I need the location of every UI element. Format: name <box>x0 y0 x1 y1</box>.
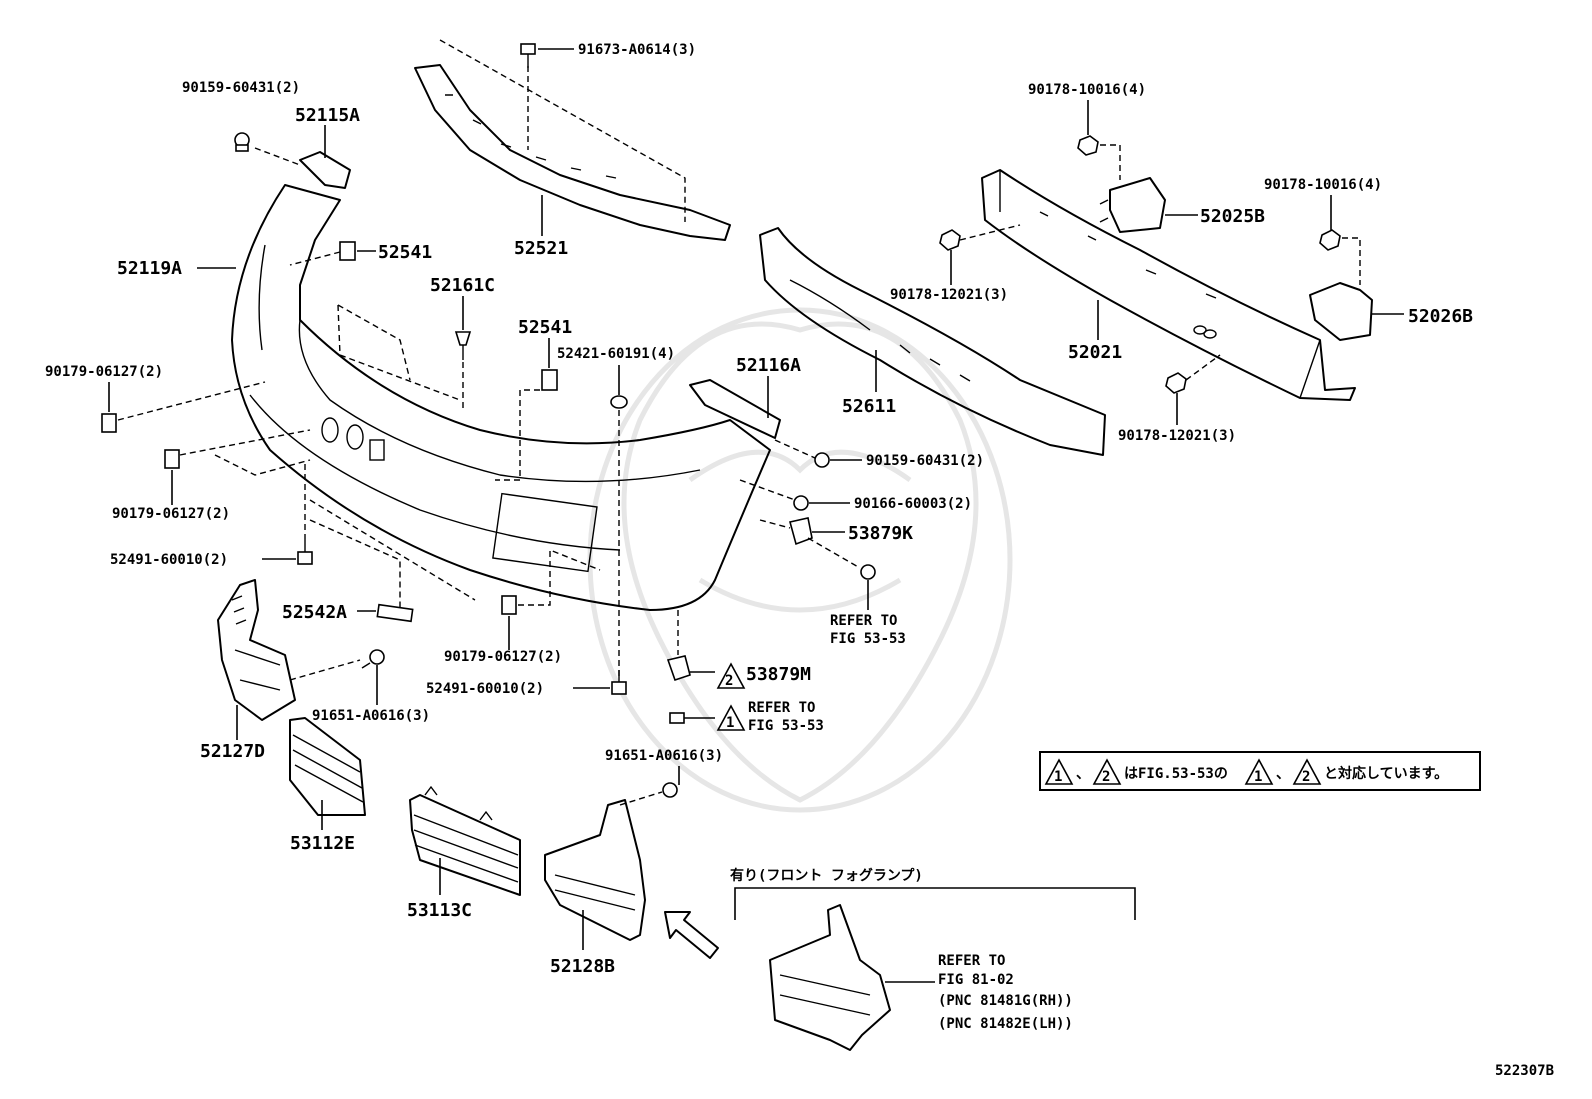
label-52021: 52021 <box>1068 342 1122 363</box>
svg-text:2: 2 <box>1302 769 1310 785</box>
label-refer-2-line1: REFER TO <box>748 700 815 716</box>
warning-triangle-1-icon <box>716 704 746 731</box>
part-52611-shape <box>759 227 1106 456</box>
figure-id: 522307B <box>1495 1063 1554 1079</box>
fog-option-frame <box>734 887 1136 920</box>
svg-text:、: 、 <box>1076 766 1090 782</box>
label-90178-12021-a: 90178-12021(3) <box>890 287 1008 303</box>
label-52421: 52421-60191(4) <box>557 346 675 362</box>
marker-1: 1 <box>726 715 734 731</box>
screw-refer-icon <box>669 712 685 724</box>
pad-52541-lower-icon <box>541 369 558 391</box>
svg-text:2: 2 <box>1102 769 1110 785</box>
label-refer-3-line3: (PNC 81481G(RH)) <box>938 993 1073 1009</box>
bracket-53879M-icon <box>666 655 691 682</box>
label-52128B: 52128B <box>550 956 615 977</box>
part-52127D-shape <box>217 579 296 721</box>
bolt-52491-a-icon <box>297 540 313 565</box>
label-52127D: 52127D <box>200 741 265 762</box>
label-90178-12021-b: 90178-12021(3) <box>1118 428 1236 444</box>
label-52026B: 52026B <box>1408 306 1473 327</box>
bracket-53879K-icon <box>789 517 813 546</box>
label-refer-1-line1: REFER TO <box>830 613 897 629</box>
label-52542A: 52542A <box>282 602 347 623</box>
watermark-emblem <box>587 307 1013 813</box>
bolt-91651-b-icon <box>662 782 678 798</box>
label-refer-3-line2: FIG 81-02 <box>938 972 1014 988</box>
correspondence-note: 1 、 2 はFIG.53-53の 1 、 2 と対応しています。 <box>1039 751 1481 791</box>
clip-refer-53-icon <box>860 564 876 580</box>
label-53112E: 53112E <box>290 833 355 854</box>
clip-90159-right-icon <box>814 452 830 468</box>
part-52025B-shape <box>1099 177 1166 233</box>
clip-90179-b-icon <box>164 449 180 469</box>
nut-90178-12021-b-icon <box>1165 372 1187 394</box>
nut-90178-10016-b-icon <box>1319 229 1341 251</box>
bolt-91651-a-icon <box>361 649 385 669</box>
clip-52161C-icon <box>454 331 472 360</box>
note-text-b: はFIG.53-53の <box>1124 766 1228 782</box>
part-52128B-shape <box>544 799 646 941</box>
label-refer-3-line1: REFER TO <box>938 953 1005 969</box>
label-52161C: 52161C <box>430 275 495 296</box>
clip-90179-c-icon <box>501 595 517 615</box>
part-53113C-shape <box>409 785 521 896</box>
label-90166: 90166-60003(2) <box>854 496 972 512</box>
label-90179-b: 90179-06127(2) <box>112 506 230 522</box>
label-52025B: 52025B <box>1200 206 1265 227</box>
label-52491-b: 52491-60010(2) <box>426 681 544 697</box>
part-53112E-shape <box>289 717 366 816</box>
part-52021-shape <box>981 169 1356 401</box>
clip-90166-icon <box>793 495 809 511</box>
label-52115A: 52115A <box>295 105 360 126</box>
label-52611: 52611 <box>842 396 896 417</box>
label-52116A: 52116A <box>736 355 801 376</box>
part-52542A-shape <box>376 603 414 623</box>
direction-arrow-icon <box>664 911 719 959</box>
label-90178-10016-b: 90178-10016(4) <box>1264 177 1382 193</box>
label-refer-3-line4: (PNC 81482E(LH)) <box>938 1016 1073 1032</box>
svg-text:1: 1 <box>1054 769 1062 785</box>
label-53879M: 53879M <box>746 664 811 685</box>
label-52541-a: 52541 <box>378 242 432 263</box>
nut-90178-12021-a-icon <box>939 229 961 251</box>
label-90179-c: 90179-06127(2) <box>444 649 562 665</box>
label-53113C: 53113C <box>407 900 472 921</box>
part-52115A-shape <box>299 151 351 189</box>
warning-triangle-2-icon <box>716 662 746 689</box>
label-fog-option: 有り(フロント フォグランプ) <box>730 867 923 884</box>
label-refer-2-line2: FIG 53-53 <box>748 718 824 734</box>
label-91673: 91673-A0614(3) <box>578 42 696 58</box>
label-90179-a: 90179-06127(2) <box>45 364 163 380</box>
part-52116A-shape <box>689 379 781 439</box>
bolt-91673-icon <box>520 43 536 68</box>
label-91651-a: 91651-A0616(3) <box>312 708 430 724</box>
pad-52541-icon <box>339 241 356 261</box>
label-52491-a: 52491-60010(2) <box>110 552 228 568</box>
part-fog-lamp-shape <box>769 904 891 1051</box>
part-52026B-shape <box>1309 282 1373 341</box>
retainer-52421-icon <box>610 395 628 409</box>
note-text-d: と対応しています。 <box>1324 765 1448 782</box>
bolt-52491-b-icon <box>611 670 627 695</box>
label-90159-a: 90159-60431(2) <box>182 80 300 96</box>
label-52541-b: 52541 <box>518 317 572 338</box>
label-90178-10016-a: 90178-10016(4) <box>1028 82 1146 98</box>
part-52521-shape <box>414 64 731 241</box>
nut-90178-10016-a-icon <box>1077 135 1099 156</box>
part-52119A-shape <box>231 184 771 611</box>
label-52521: 52521 <box>514 238 568 259</box>
svg-text:1: 1 <box>1254 769 1262 785</box>
label-refer-1-line2: FIG 53-53 <box>830 631 906 647</box>
label-52119A: 52119A <box>117 258 182 279</box>
svg-text:、: 、 <box>1276 766 1290 782</box>
label-53879K: 53879K <box>848 523 913 544</box>
clip-90179-a-icon <box>101 413 117 433</box>
label-90159-b: 90159-60431(2) <box>866 453 984 469</box>
label-91651-b: 91651-A0616(3) <box>605 748 723 764</box>
clip-90159-icon <box>234 132 250 152</box>
marker-2: 2 <box>725 673 733 689</box>
